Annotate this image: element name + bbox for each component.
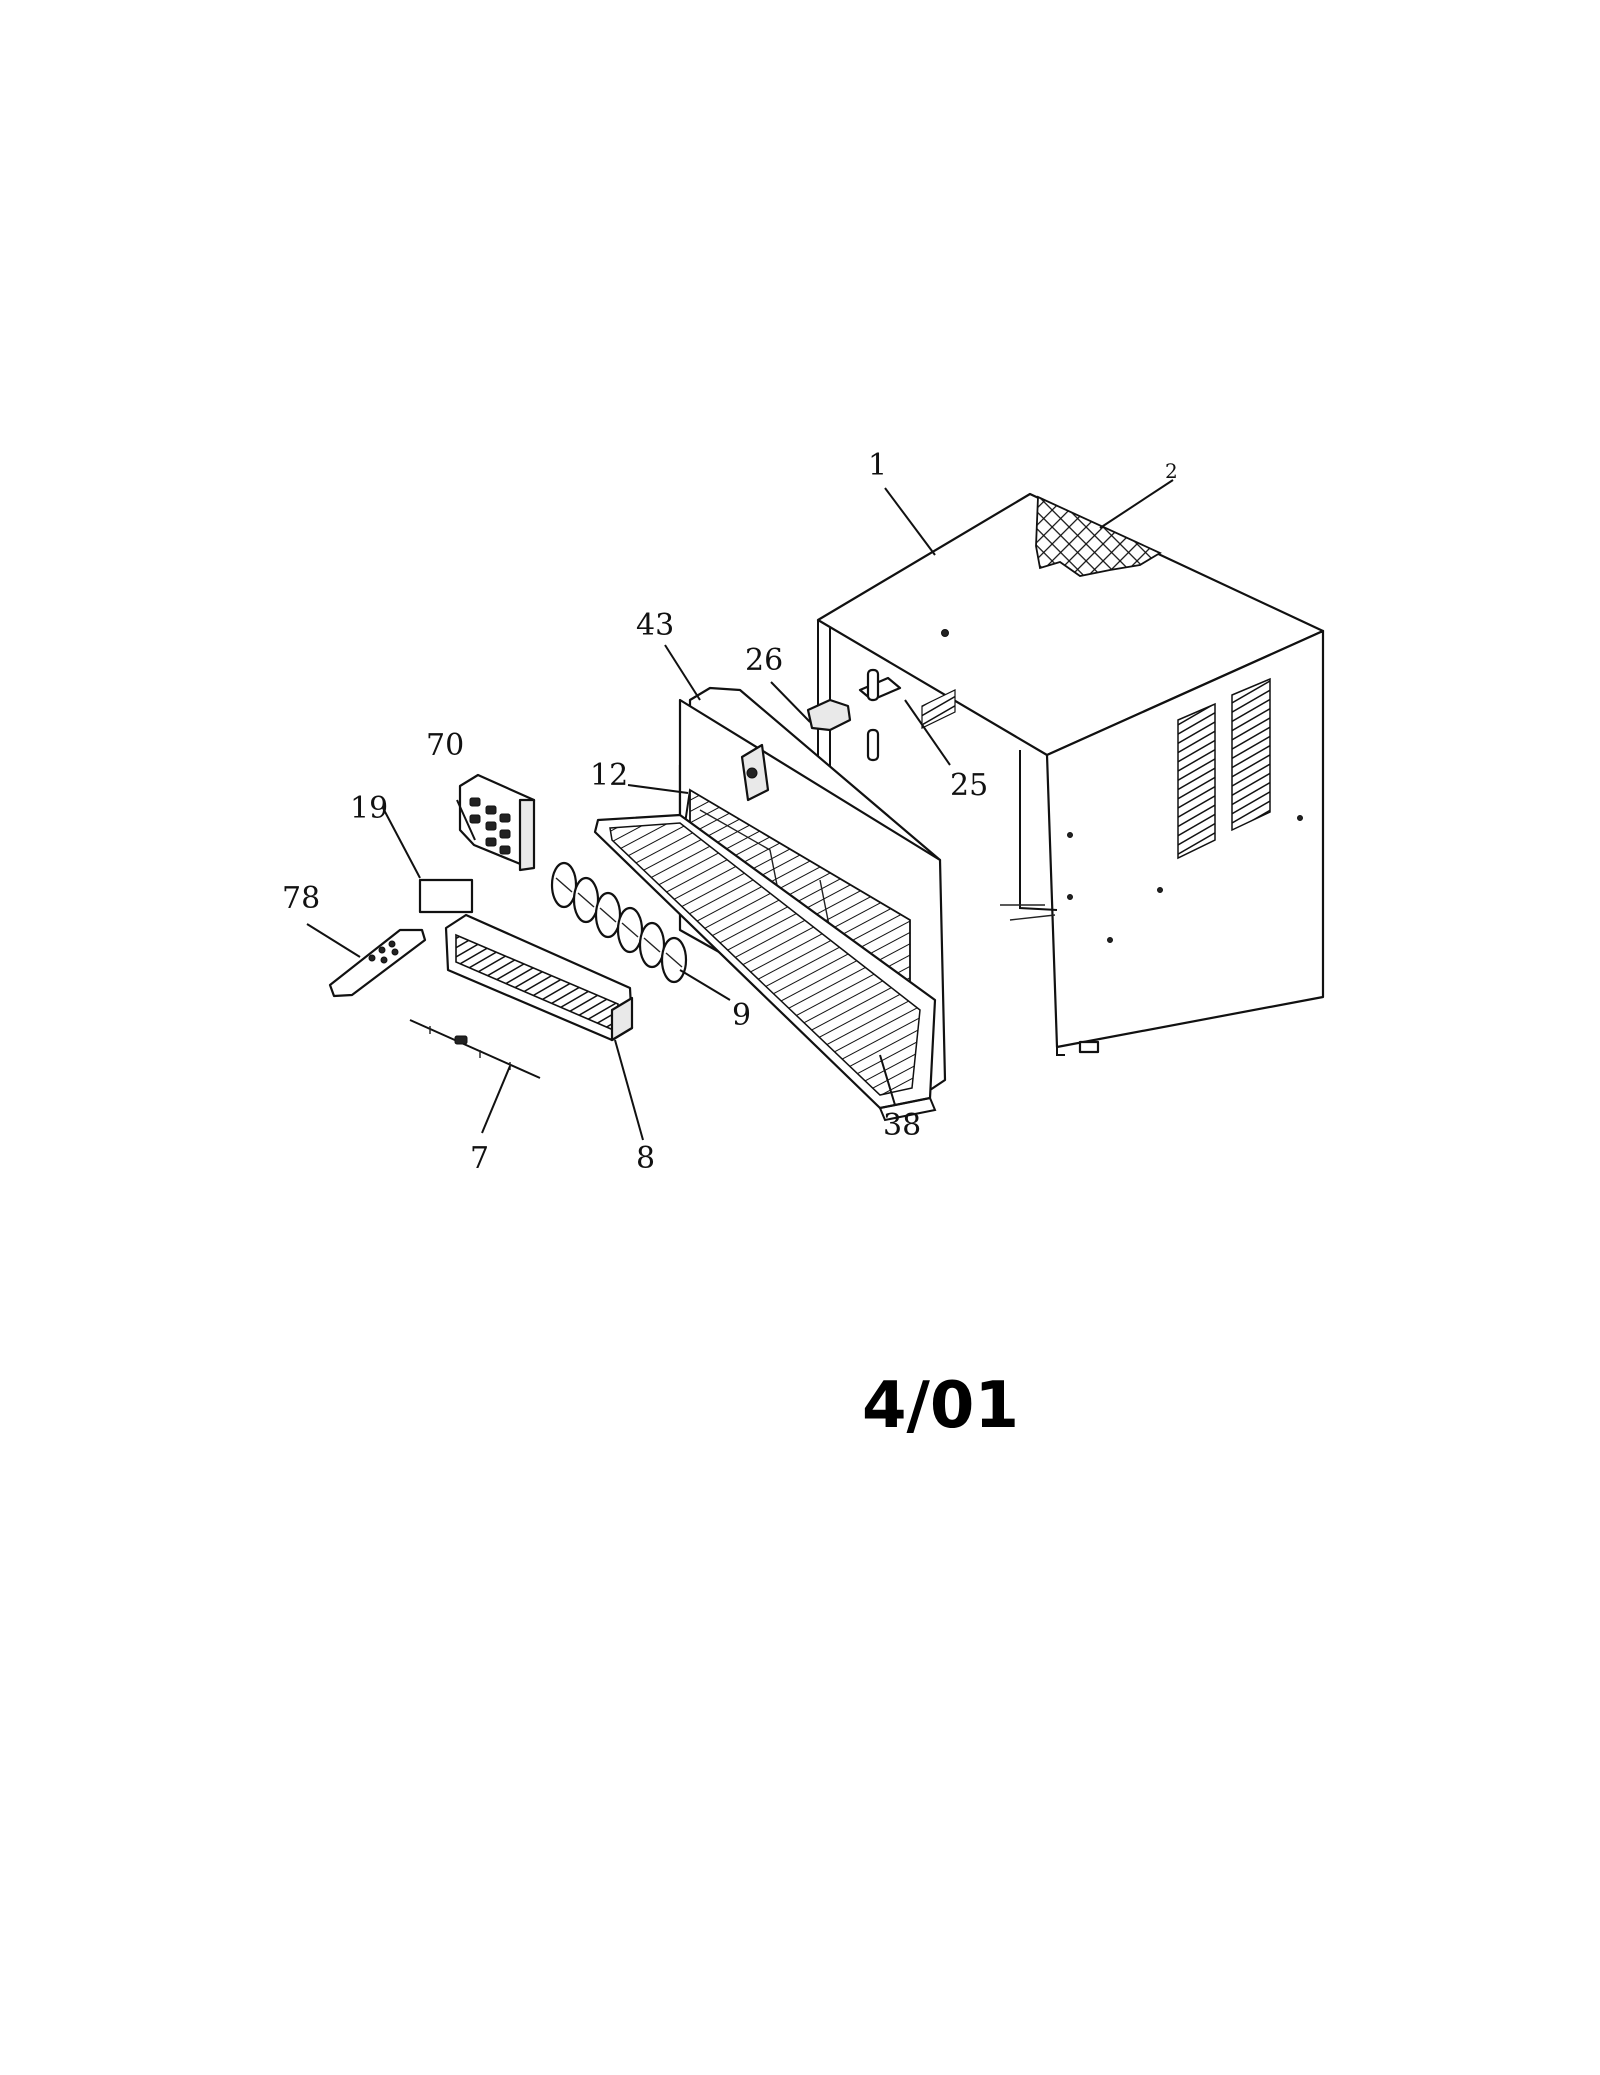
remote-control [328, 928, 427, 998]
part-labels: 1 2 43 26 25 70 12 19 78 9 38 7 8 [282, 448, 1178, 1176]
label-part-26: 26 [745, 643, 783, 678]
label-part-19: 19 [350, 791, 388, 826]
label-part-2: 2 [1165, 459, 1178, 483]
front-panel-assembly [593, 686, 947, 1122]
label-part-43: 43 [636, 608, 674, 643]
label-part-8: 8 [636, 1141, 655, 1176]
label-part-9: 9 [732, 998, 751, 1033]
label-part-12: 12 [590, 758, 628, 793]
cabinet-wrapper [806, 492, 1325, 1056]
control-panel [458, 773, 536, 872]
revision-date: 4/01 [862, 1369, 1019, 1443]
label-part-7: 7 [470, 1141, 489, 1176]
label-part-25: 25 [950, 768, 988, 803]
leader-lines [306, 479, 1174, 1141]
label-part-38: 38 [883, 1108, 921, 1143]
label-part-1: 1 [868, 448, 887, 483]
discharge-grille [444, 913, 634, 1042]
label-part-78: 78 [282, 881, 320, 916]
louver-linkage [409, 1019, 541, 1079]
label-plate [418, 878, 474, 914]
label-part-70: 70 [426, 728, 464, 763]
